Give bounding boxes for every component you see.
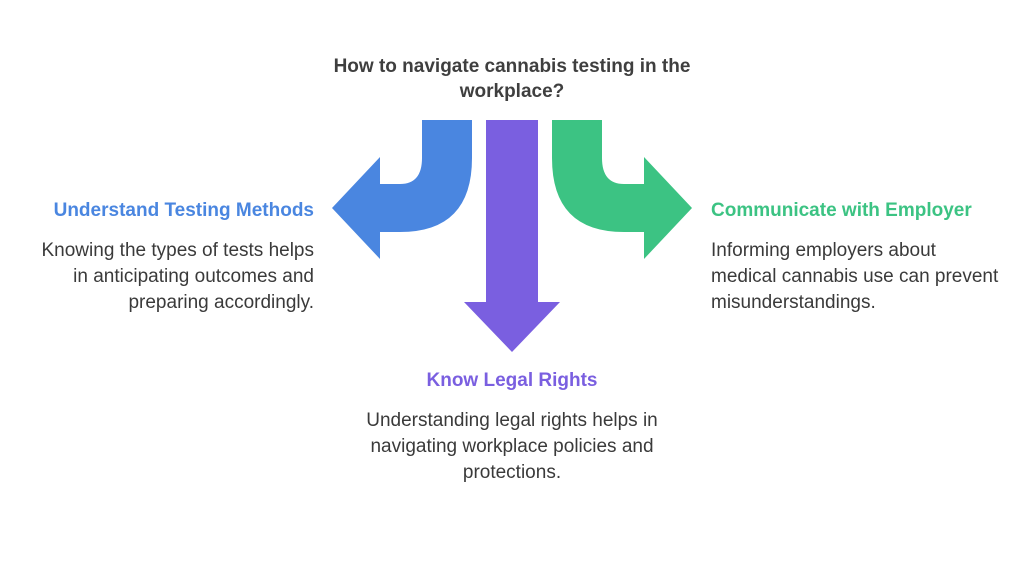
right-branch-description: Informing employers about medical cannab… <box>711 240 999 313</box>
left-arrow <box>332 120 472 259</box>
left-branch-description: Knowing the types of tests helps in anti… <box>41 240 315 313</box>
right-branch-heading: Communicate with Employer <box>711 200 972 221</box>
left-branch-heading: Understand Testing Methods <box>53 200 314 221</box>
middle-arrow <box>464 120 560 352</box>
right-arrow <box>552 120 692 259</box>
middle-branch-description: Understanding legal rights helps in navi… <box>366 410 658 483</box>
middle-branch-heading: Know Legal Rights <box>426 370 598 391</box>
diagram-title: How to navigate cannabis testing in the … <box>333 56 691 102</box>
